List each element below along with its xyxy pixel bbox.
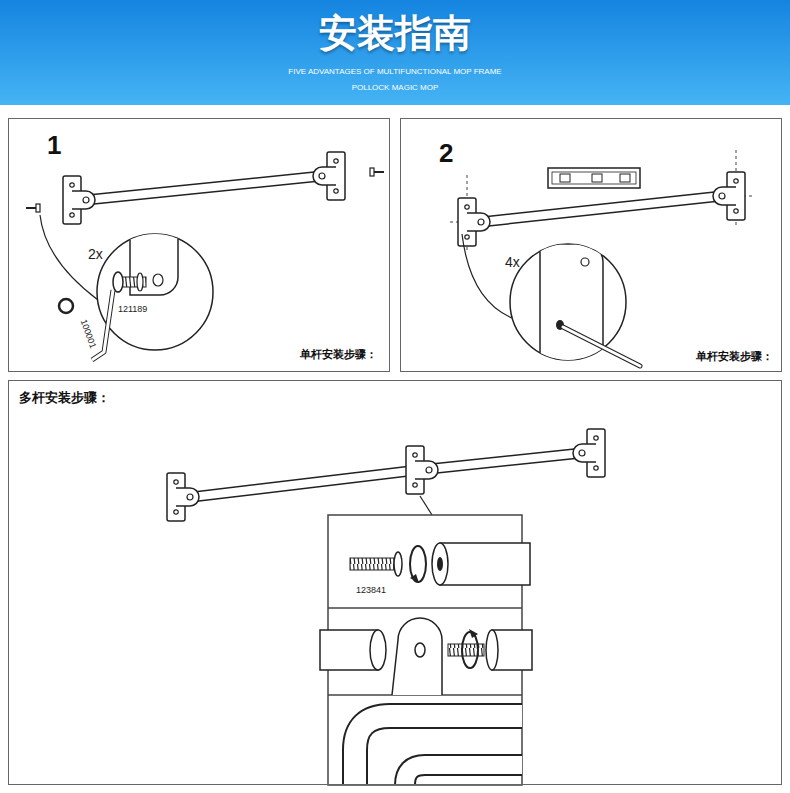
header-banner [0,0,790,105]
step-caption: 多杆安装步骤： [19,391,110,406]
single-rod-step-two [450,150,754,370]
leader-line [462,234,512,318]
step-caption: 单杆安装步骤： [300,348,377,361]
allen-key [92,290,113,360]
part-label: 123841 [356,585,386,595]
connector-bolt-detail [350,543,530,585]
banner-subtitle: FIVE ADVANTAGES OF MULTIFUNCTIONAL MOP F… [288,67,501,76]
part-label: 100001 [78,318,98,350]
single-rod-step-one [26,152,384,360]
drill-bit [563,327,640,366]
step-caption: 单杆安装步骤： [696,350,773,363]
screw [370,168,384,176]
rod-bend-detail [355,716,522,785]
banner-subtitle: POLLOCK MAGIC MOP [352,83,439,92]
screw [26,204,40,212]
page-title: 安装指南 [319,12,471,56]
step-number: 1 [47,131,61,161]
step-number: 2 [439,139,453,169]
part-label: 121189 [118,304,147,314]
leader-line [420,496,432,515]
washer [59,299,73,313]
bracket-bolt-detail [320,618,532,695]
instruction-panel: 多杆安装步骤： [8,380,782,785]
instruction-panel: 1 单杆安装步骤： [8,118,390,372]
multi-rod-assembly [167,429,605,793]
part-label: 4x [505,254,520,270]
instruction-panel: 2 单杆安装步骤： [400,118,782,372]
spirit-level [548,168,640,188]
part-label: 2x [88,246,103,262]
